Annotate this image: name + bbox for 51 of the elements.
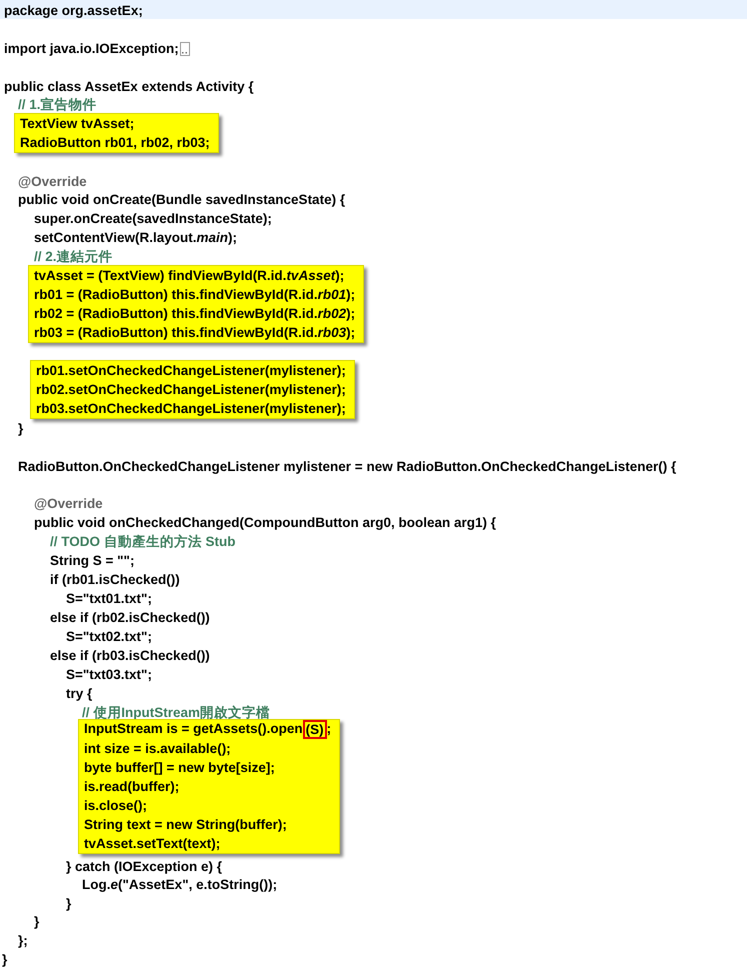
code-line: public void onCheckedChanged(CompoundButton arg0, boolean arg1) { xyxy=(34,514,496,532)
code-line: rb03 = (RadioButton) this.findViewById(R.id.rb03); xyxy=(34,324,356,342)
code-line: else if (rb03.isChecked()) xyxy=(50,647,210,665)
code-line: rb01.setOnCheckedChangeListener(mylistener); xyxy=(36,362,346,380)
code-line: S="txt01.txt"; xyxy=(66,590,152,608)
highlight-box xyxy=(28,265,364,343)
code-comment: // 2.連結元件 xyxy=(34,248,113,266)
code-line: Log.e("AssetEx", e.toString()); xyxy=(82,876,278,894)
code-line: byte buffer[] = new byte[size]; xyxy=(84,759,276,777)
code-line: rb03.setOnCheckedChangeListener(mylistener); xyxy=(36,400,346,418)
code-line: tvAsset = (TextView) findViewById(R.id.tvAsset); xyxy=(34,267,346,285)
code-line: InputStream is = getAssets().open xyxy=(84,720,303,738)
code-line: @Override xyxy=(18,173,87,191)
code-line: S="txt02.txt"; xyxy=(66,628,152,646)
code-line: } catch (IOException e) { xyxy=(66,858,222,876)
code-line: is.read(buffer); xyxy=(84,778,180,796)
code-comment: // TODO 自動產生的方法 Stub xyxy=(50,533,236,551)
code-comment: // 使用InputStream開啟文字檔 xyxy=(82,704,270,722)
code-line: int size = is.available(); xyxy=(84,740,232,758)
code-line: } xyxy=(34,913,40,931)
code-line: String text = new String(buffer); xyxy=(84,816,288,834)
code-line: if (rb01.isChecked()) xyxy=(50,571,180,589)
code-line: ; xyxy=(326,720,332,738)
code-line: public class AssetEx extends Activity { xyxy=(4,78,254,96)
code-line: @Override xyxy=(34,495,103,513)
code-line: rb02.setOnCheckedChangeListener(mylistener); xyxy=(36,381,346,399)
code-line: import java.io.IOException; xyxy=(4,40,179,58)
code-line: setContentView(R.layout.main); xyxy=(34,229,238,247)
code-line: tvAsset.setText(text); xyxy=(84,835,222,853)
code-line: rb01 = (RadioButton) this.findViewById(R.id.rb01); xyxy=(34,286,356,304)
highlight-box xyxy=(14,113,219,153)
code-line: RadioButton.OnCheckedChangeListener mylistener = new RadioButton.OnCheckedChangeListener() { xyxy=(18,458,676,476)
code-line: } xyxy=(66,895,72,913)
code-line: try { xyxy=(66,685,92,703)
code-line: }; xyxy=(18,932,28,950)
code-comment: // 1.宣告物件 xyxy=(18,96,97,114)
code-line: package org.assetEx; xyxy=(4,2,143,20)
code-line: public void onCreate(Bundle savedInstanceState) { xyxy=(18,191,346,209)
code-line: String S = ""; xyxy=(50,552,134,570)
code-line: } xyxy=(18,420,24,438)
code-line: } xyxy=(2,951,8,968)
code-line: else if (rb02.isChecked()) xyxy=(50,609,210,627)
code-line: S="txt03.txt"; xyxy=(66,666,152,684)
highlight-frame: (S) xyxy=(302,720,327,739)
highlight-box xyxy=(78,719,340,854)
code-line: TextView tvAsset; xyxy=(20,115,136,133)
code-line: rb02 = (RadioButton) this.findViewById(R.id.rb02); xyxy=(34,305,356,323)
code-line: RadioButton rb01, rb02, rb03; xyxy=(20,134,210,152)
code-line: is.close(); xyxy=(84,797,148,815)
code-line: super.onCreate(savedInstanceState); xyxy=(34,210,272,228)
highlight-box xyxy=(30,360,355,419)
